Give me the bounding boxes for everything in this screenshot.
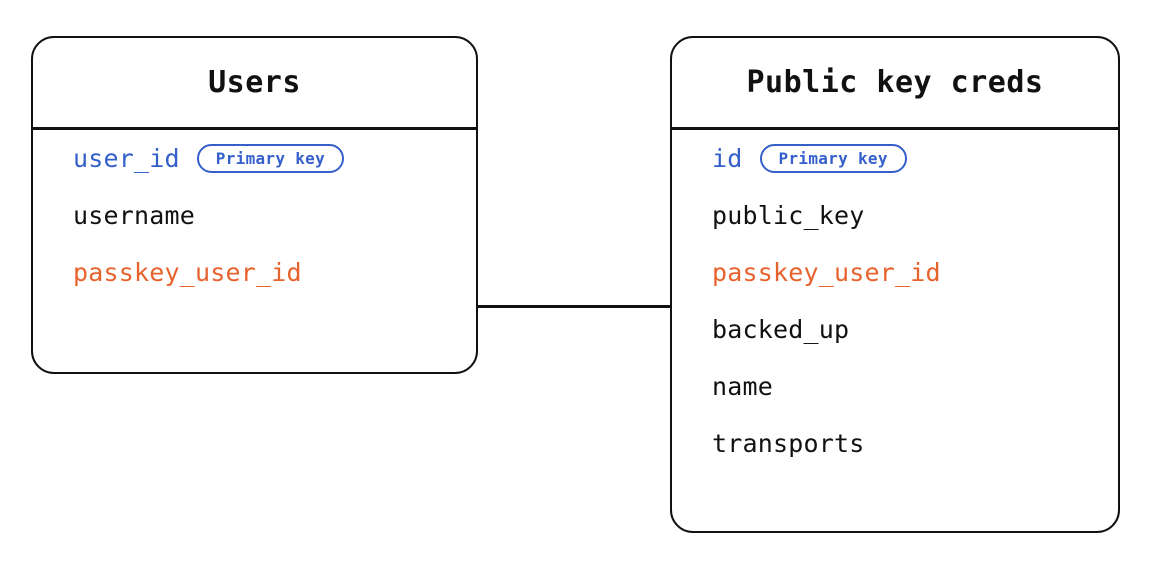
- entity-title-users: Users: [208, 64, 301, 100]
- field-name-transports: transports: [712, 429, 865, 458]
- relationship-connector-users-to-public-key-creds[interactable]: [477, 305, 672, 308]
- field-name-user-id: user_id: [73, 144, 180, 173]
- entity-header-divider-public-key-creds: [671, 127, 1119, 130]
- field-row-name[interactable]: name: [672, 358, 1118, 415]
- field-row-id[interactable]: id Primary key: [672, 130, 1118, 187]
- field-name-name: name: [712, 372, 774, 401]
- entity-title-public-key-creds: Public key creds: [746, 64, 1044, 100]
- field-name-username: username: [73, 201, 196, 230]
- field-row-passkey-user-id-users[interactable]: passkey_user_id: [33, 244, 476, 301]
- field-list-public-key-creds: id Primary key public_key passkey_user_i…: [672, 130, 1118, 472]
- field-row-backed-up[interactable]: backed_up: [672, 301, 1118, 358]
- primary-key-badge-users: Primary key: [196, 144, 345, 173]
- field-row-username[interactable]: username: [33, 187, 476, 244]
- primary-key-badge-label-users: Primary key: [215, 148, 326, 168]
- field-name-backed-up: backed_up: [712, 315, 850, 344]
- primary-key-badge-label-public-key-creds: Primary key: [778, 148, 888, 168]
- entity-header-users: Users: [33, 38, 476, 127]
- field-row-transports[interactable]: transports: [672, 415, 1118, 472]
- entity-box-users[interactable]: Users user_id Primary key username passk…: [31, 36, 478, 374]
- entity-box-public-key-creds[interactable]: Public key creds id Primary key public_k…: [670, 36, 1120, 533]
- field-name-passkey-user-id-users: passkey_user_id: [73, 258, 302, 287]
- entity-header-divider-users: [32, 127, 477, 130]
- field-list-users: user_id Primary key username passkey_use…: [33, 130, 476, 301]
- field-row-user-id[interactable]: user_id Primary key: [33, 130, 476, 187]
- field-row-passkey-user-id-creds[interactable]: passkey_user_id: [672, 244, 1118, 301]
- field-row-public-key[interactable]: public_key: [672, 187, 1118, 244]
- field-name-passkey-user-id-creds: passkey_user_id: [712, 258, 941, 287]
- entity-header-public-key-creds: Public key creds: [672, 38, 1118, 127]
- primary-key-badge-public-key-creds: Primary key: [759, 144, 907, 173]
- field-name-public-key: public_key: [712, 201, 865, 230]
- field-name-id: id: [712, 144, 743, 173]
